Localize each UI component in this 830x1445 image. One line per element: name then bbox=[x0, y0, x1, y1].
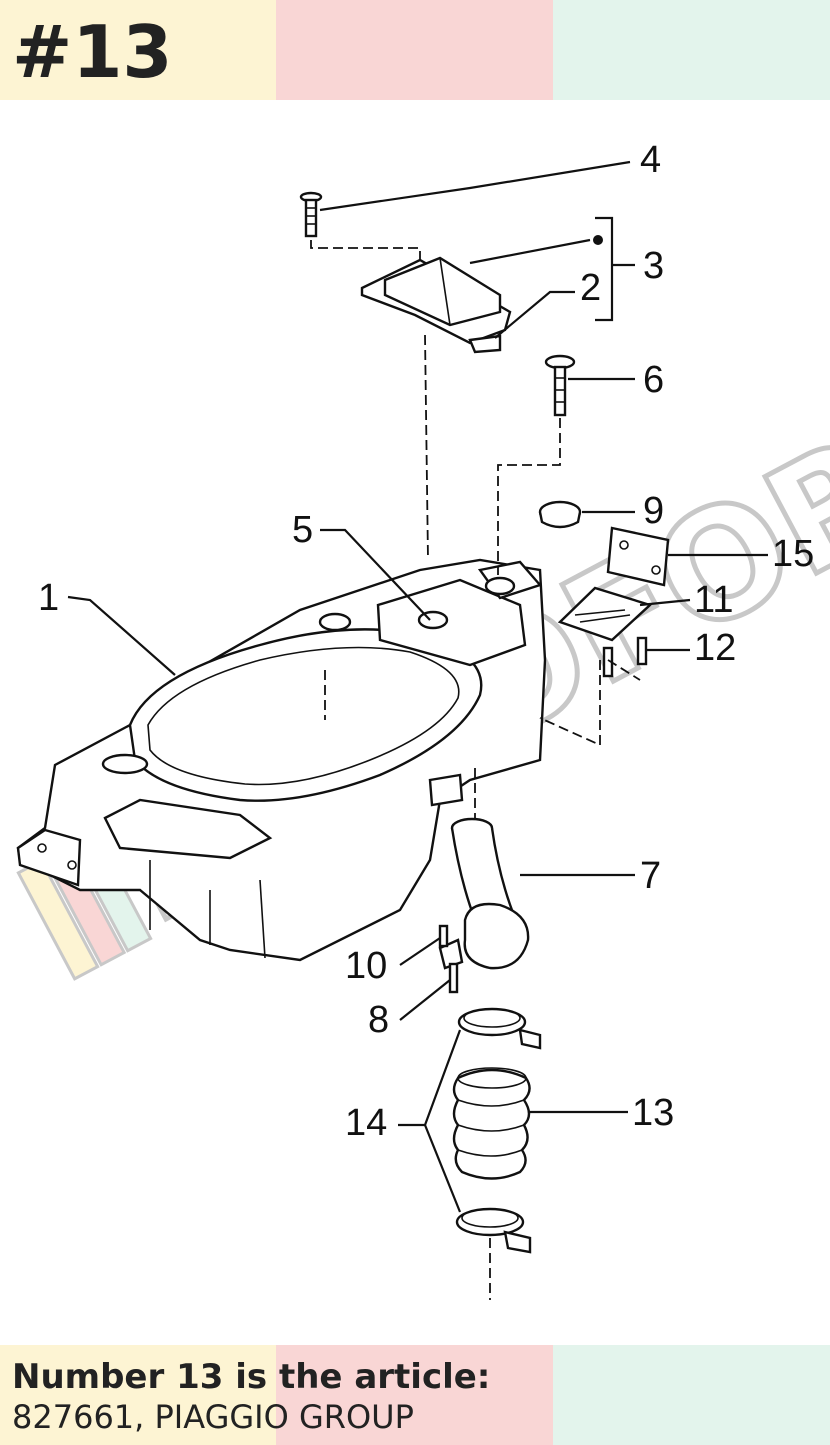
part-cover-2 bbox=[360, 256, 512, 354]
callout-6: 6 bbox=[643, 359, 664, 401]
callout-7: 7 bbox=[640, 855, 661, 897]
header-band-pink bbox=[276, 0, 553, 100]
callout-9: 9 bbox=[643, 490, 664, 532]
exploded-parts-diagram: MOTOFORZA bbox=[16, 139, 830, 1300]
callout-14: 14 bbox=[345, 1102, 387, 1144]
assembly-lines bbox=[310, 240, 641, 1300]
part-screw-4 bbox=[299, 191, 323, 238]
footer-band-green bbox=[553, 1345, 830, 1445]
header-band bbox=[0, 0, 830, 100]
header-band-yellow bbox=[0, 0, 276, 100]
part-clamp-14-lower bbox=[455, 1207, 532, 1254]
callout-labels: 4 2 3 6 9 15 11 12 5 1 7 10 8 13 14 bbox=[38, 139, 814, 1144]
footer-band-yellow bbox=[0, 1345, 276, 1445]
footer-band-pink bbox=[276, 1345, 553, 1445]
part-plate-15 bbox=[606, 526, 670, 587]
part-screws-8-10 bbox=[438, 924, 459, 994]
part-screw-6 bbox=[544, 354, 576, 417]
page-title: #13 bbox=[12, 10, 173, 94]
footer-article-number: 827661, PIAGGIO GROUP bbox=[12, 1398, 414, 1436]
callout-3: 3 bbox=[643, 245, 664, 287]
leader-lines bbox=[67, 160, 768, 1213]
footer-heading: Number 13 is the article: bbox=[12, 1357, 491, 1397]
callout-8: 8 bbox=[368, 999, 389, 1041]
callout-11: 11 bbox=[694, 579, 733, 621]
callout-15: 15 bbox=[772, 533, 814, 575]
header-band-green bbox=[553, 0, 830, 100]
callout-5: 5 bbox=[292, 509, 313, 551]
callout-13: 13 bbox=[632, 1092, 674, 1134]
part-compartment-1 bbox=[16, 558, 547, 962]
part-tube-7 bbox=[438, 817, 530, 970]
part-cap-9 bbox=[538, 500, 582, 529]
callout-12: 12 bbox=[694, 627, 736, 669]
callout-10: 10 bbox=[345, 945, 387, 987]
part-clamp-14-upper bbox=[457, 1007, 542, 1050]
callout-2: 2 bbox=[580, 267, 601, 309]
part-bellows-13 bbox=[452, 1067, 531, 1180]
callout-4: 4 bbox=[640, 139, 661, 181]
footer-band bbox=[0, 1345, 830, 1445]
callout-1: 1 bbox=[38, 577, 59, 619]
